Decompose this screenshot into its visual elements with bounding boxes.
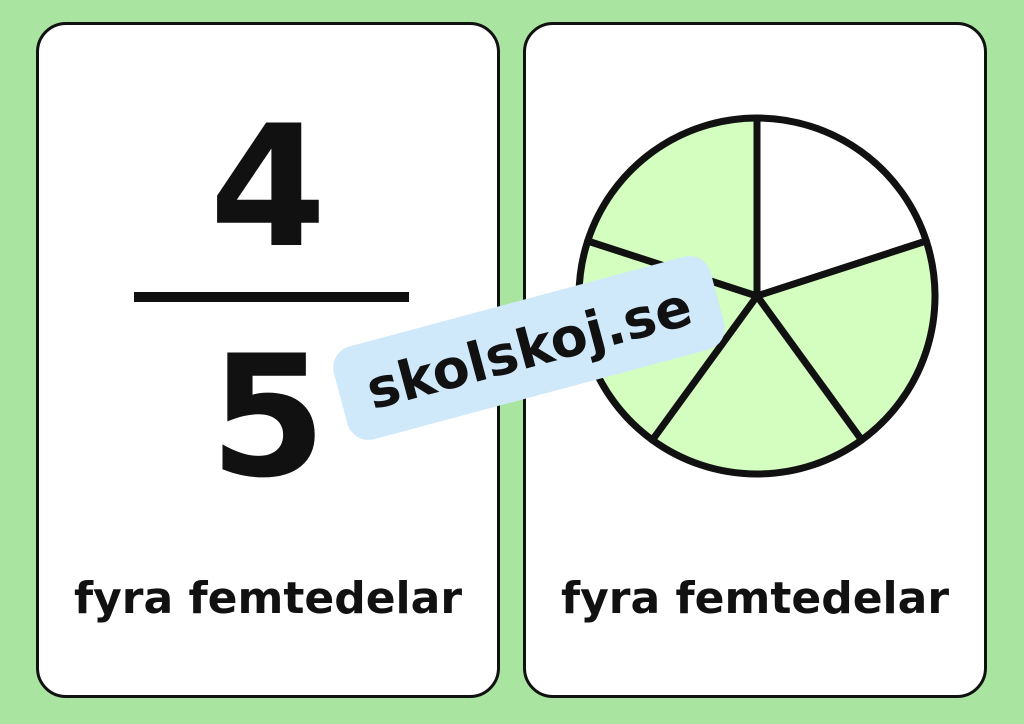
pie-slice-shaded <box>753 237 939 444</box>
pie-slice-shaded <box>648 292 866 478</box>
fraction-caption: fyra femtedelar <box>73 573 463 624</box>
denominator: 5 <box>209 319 327 515</box>
pie-card: fyra femtedelar <box>523 22 987 698</box>
numerator: 4 <box>209 89 327 285</box>
fraction-bar <box>134 292 409 302</box>
pie-slice-shaded <box>584 114 761 300</box>
pie-caption: fyra femtedelar <box>560 573 950 624</box>
